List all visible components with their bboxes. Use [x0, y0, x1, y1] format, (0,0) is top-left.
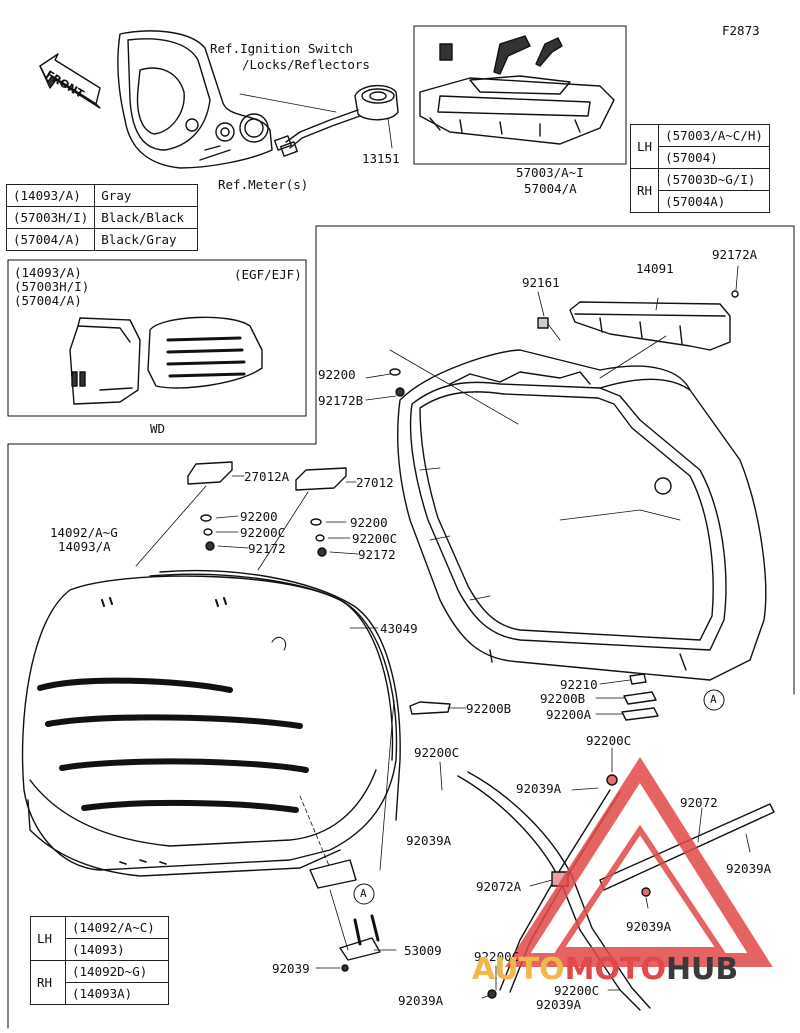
table-row: LH(14092/A~C) — [30, 916, 169, 961]
label-92039A-r3: 92039A — [626, 919, 672, 934]
label-27012A: 27012A — [244, 469, 290, 484]
label-92172B: 92172B — [318, 393, 364, 408]
table-row: (57004A) — [631, 190, 770, 213]
wd-region: (EGF/EJF) — [234, 267, 302, 282]
table-row: (57003H/I)Black/Black — [5, 206, 199, 229]
part-13151: 13151 — [362, 151, 400, 166]
wd-code-1: (14093/A) — [14, 265, 82, 280]
label-92200-c: 92200 — [350, 515, 388, 530]
label-14091: 14091 — [636, 261, 674, 276]
marker-a-top: A — [710, 693, 717, 706]
label-92200C-m: 92200C — [414, 745, 460, 760]
label-57003: 57003/A~I — [516, 165, 584, 180]
table-row: LH(57003/A~C/H) — [629, 124, 770, 169]
wd-caption: WD — [150, 421, 166, 436]
label-92200B-r: 92200B — [540, 691, 586, 706]
table-row: (14093/A)Gray — [5, 184, 199, 207]
label-92200C-c: 92200C — [352, 531, 398, 546]
saddlebag-lid-14092 — [21, 569, 401, 877]
label-92200C-bl: 92200C — [474, 949, 520, 964]
label-92172A-top: 92172A — [712, 247, 758, 262]
wd-code-2: (57003H/I) — [14, 279, 90, 294]
label-92200A-r: 92200A — [546, 707, 592, 722]
side-table-top: LH(57003/A~C/H) (57004) RH(57003D~G/I) (… — [629, 124, 770, 213]
front-arrow-icon — [39, 53, 101, 109]
label-92172-b: 92172 — [248, 541, 286, 556]
label-92172-c: 92172 — [358, 547, 396, 562]
label-92039A-bm: 92039A — [536, 997, 582, 1012]
table-row: RH(14092D~G) — [30, 960, 169, 1005]
watermark-triangle — [505, 756, 773, 967]
label-92200-b: 92200 — [240, 509, 278, 524]
wd-code-3: (57004/A) — [14, 293, 82, 308]
label-92200C-bm: 92200C — [554, 983, 600, 998]
label-92039: 92039 — [272, 961, 310, 976]
label-92200C-b: 92200C — [240, 525, 286, 540]
label-27012: 27012 — [356, 475, 394, 490]
table-row: (57004/A)Black/Gray — [5, 228, 199, 251]
label-92161: 92161 — [522, 275, 560, 290]
label-92200B-m: 92200B — [466, 701, 512, 716]
watermark-part2: MOTO — [564, 952, 666, 987]
label-43049: 43049 — [380, 621, 418, 636]
marker-a-bottom: A — [360, 887, 367, 900]
lock-keys-sketch — [419, 35, 615, 145]
label-92072: 92072 — [680, 795, 718, 810]
ref-meter: Ref.Meter(s) — [218, 177, 309, 192]
label-92039A-bl: 92039A — [398, 993, 444, 1008]
label-92210: 92210 — [560, 677, 598, 692]
wd-case-sketches — [69, 316, 263, 405]
watermark-part3: HUB — [665, 952, 739, 987]
label-92039A-r2: 92039A — [726, 861, 772, 876]
color-table: (14093/A)Gray (57003H/I)Black/Black (570… — [5, 184, 199, 251]
watermark-logo: AUTOMOTOHUB — [472, 952, 738, 987]
watermark-part1: AUTO — [472, 952, 565, 987]
label-57004: 57004/A — [524, 181, 577, 196]
meter-housing-sketch — [117, 30, 273, 169]
table-row: (14093A) — [31, 982, 169, 1005]
ref-ignition-line1: Ref.Ignition Switch — [210, 41, 353, 56]
label-53009: 53009 — [404, 943, 442, 958]
ignition-switch-sketch — [239, 85, 399, 157]
label-92039A-m: 92039A — [406, 833, 452, 848]
label-92200C-r: 92200C — [586, 733, 632, 748]
table-row: RH(57003D~G/I) — [629, 168, 770, 213]
ref-ignition-line2: /Locks/Reflectors — [242, 57, 370, 72]
lid-trim-14091 — [537, 290, 739, 351]
figure-code: F2873 — [722, 23, 760, 38]
screw-icons — [200, 368, 405, 557]
label-92200-a: 92200 — [318, 367, 356, 382]
bracket-53009 — [309, 859, 381, 972]
label-92039A-r1: 92039A — [516, 781, 562, 796]
label-92072A: 92072A — [476, 879, 522, 894]
saddlebag-case-57003 — [397, 349, 767, 681]
label-14092: 14092/A~G — [50, 525, 118, 540]
side-table-bottom: LH(14092/A~C) (14093) RH(14092D~G) (1409… — [30, 916, 169, 1005]
label-14093: 14093/A — [58, 539, 111, 554]
